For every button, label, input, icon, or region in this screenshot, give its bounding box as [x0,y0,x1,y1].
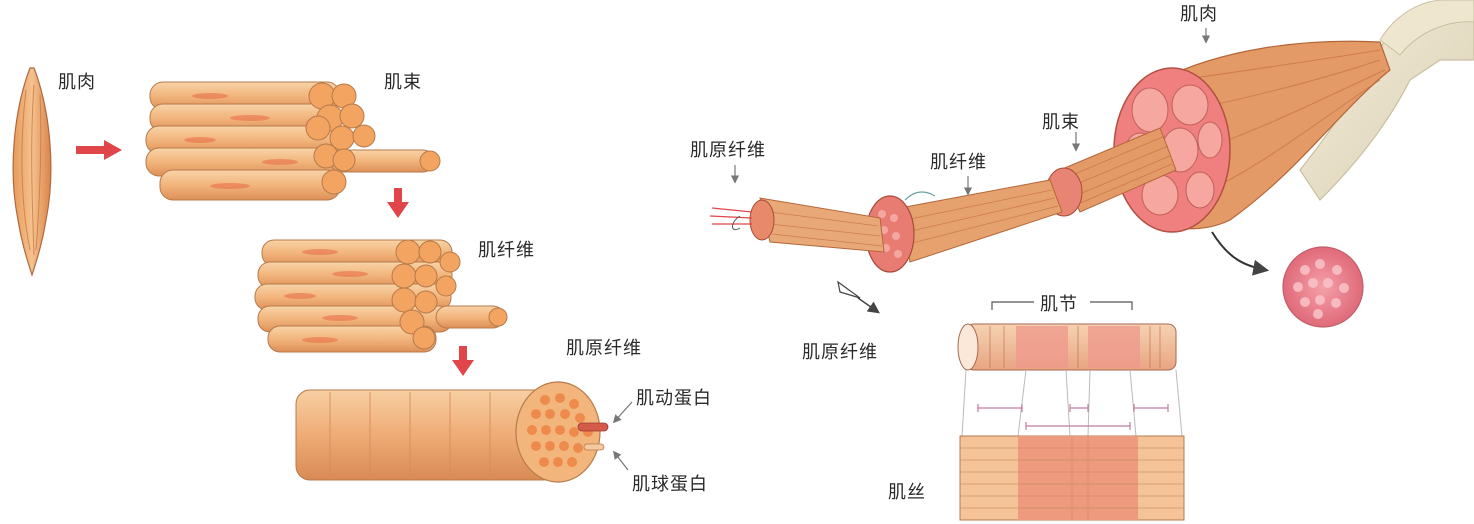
left-muscle-label: 肌肉 [58,72,96,93]
right-fiber-label: 肌纤维 [930,152,987,173]
fiber-bundle-illustration [254,239,508,353]
sarcomere-bracket [991,301,1133,310]
myofibril-illustration [709,197,885,253]
right-muscle-label: 肌肉 [1180,4,1218,25]
myosin-filament [583,443,605,451]
sarcomere-label: 肌节 [1040,294,1078,315]
actin-filament [577,422,609,432]
left-fiber-label: 肌纤维 [478,240,535,261]
fascicle-bundle-illustration [145,81,441,201]
right-myofibril-label-top: 肌原纤维 [690,140,766,161]
arrow-down-icon [387,188,409,218]
label-pointer-arrows [730,28,1211,196]
right-fascicle-label: 肌束 [1042,112,1080,133]
muscle-fiber-illustration [865,179,1063,273]
band-measure-arrows [977,404,1169,430]
myofilament-block-illustration [959,435,1185,521]
actin-label: 肌动蛋白 [636,388,712,409]
zoom-projection-lines [961,369,1183,437]
myofilament-label: 肌丝 [888,482,926,503]
fiber-cross-section-illustration [1282,246,1364,328]
cross-section-arrow-icon [1211,231,1270,276]
arrow-right-icon [76,140,122,160]
right-myofibril-label-bottom: 肌原纤维 [802,342,878,363]
arrow-down-icon [452,346,474,376]
myofibril-pointer-icon [837,280,880,314]
left-fascicle-label: 肌束 [384,72,422,93]
myosin-label: 肌球蛋白 [632,474,708,495]
left-myofibril-label: 肌原纤维 [566,338,642,359]
myofibril-cylinder-illustration [295,381,633,483]
whole-muscle-illustration [12,67,52,278]
sarcomere-cylinder-illustration [957,323,1177,371]
